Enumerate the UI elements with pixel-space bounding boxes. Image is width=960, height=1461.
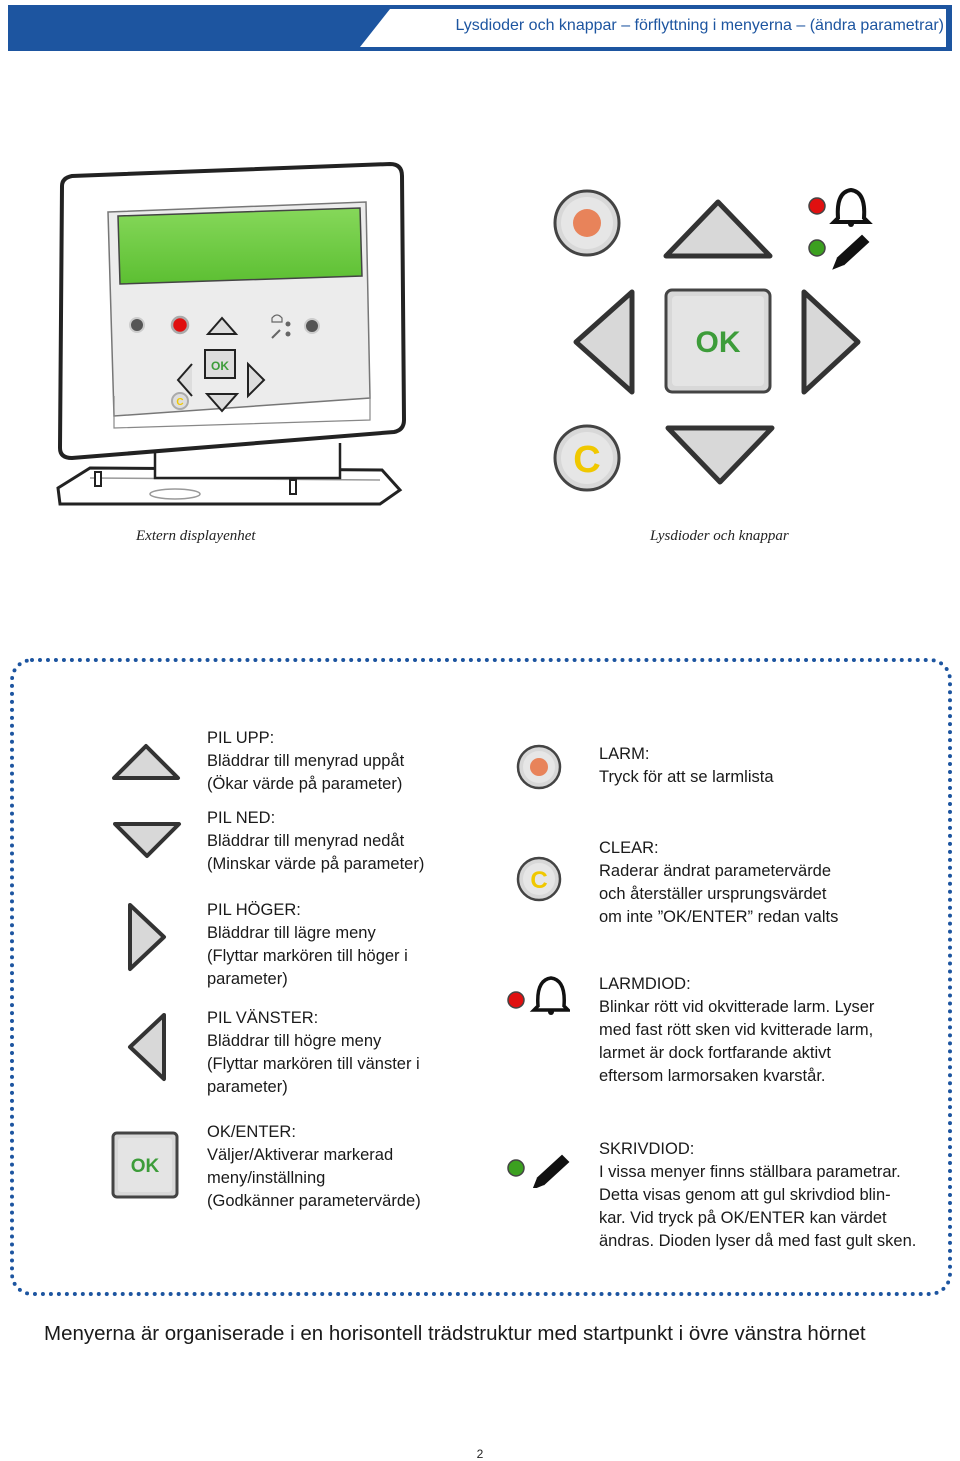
legend-box bbox=[10, 658, 952, 1296]
item-label: LARMDIOD: bbox=[599, 975, 691, 993]
item-label: PIL HÖGER: bbox=[207, 901, 301, 919]
item-desc: Tryck för att se larmlista bbox=[599, 768, 774, 786]
ok-icon-label: OK bbox=[131, 1156, 160, 1177]
item-ok-enter: OK/ENTER: Väljer/Aktiverar markerad meny… bbox=[207, 1121, 487, 1213]
item-larm: LARM: Tryck för att se larmlista bbox=[599, 743, 944, 789]
alarm-button-icon bbox=[553, 189, 621, 257]
clear-button-icon: C bbox=[516, 856, 562, 902]
ok-label: OK bbox=[696, 326, 741, 359]
arrow-left-icon bbox=[573, 289, 635, 395]
caption-external-display: Extern displayenhet bbox=[136, 528, 256, 544]
arrow-up-icon bbox=[112, 744, 180, 780]
arrow-down-icon bbox=[665, 425, 775, 485]
item-pil-upp: PIL UPP: Bläddrar till menyrad uppåt (Ök… bbox=[207, 727, 487, 796]
svg-text:OK: OK bbox=[211, 359, 229, 373]
item-desc: Bläddrar till menyrad uppåt (Ökar värde … bbox=[207, 752, 405, 793]
svg-text:C: C bbox=[176, 397, 183, 408]
item-pil-vanster: PIL VÄNSTER: Bläddrar till högre meny (F… bbox=[207, 1007, 487, 1099]
footer-text: Menyerna är organiserade i en horisontel… bbox=[44, 1322, 866, 1345]
header-title: Lysdioder och knappar – förflyttning i m… bbox=[455, 17, 944, 34]
item-desc: Blinkar rött vid okvitterade larm. Lyser… bbox=[599, 998, 875, 1085]
item-desc: Bläddrar till högre meny (Flyttar markör… bbox=[207, 1032, 420, 1096]
arrow-right-icon bbox=[801, 289, 861, 395]
item-label: PIL VÄNSTER: bbox=[207, 1009, 319, 1027]
item-label: SKRIVDIOD: bbox=[599, 1140, 695, 1158]
arrow-right-icon bbox=[128, 903, 166, 971]
page-header: Lysdioder och knappar – förflyttning i m… bbox=[8, 5, 952, 51]
item-label: PIL UPP: bbox=[207, 729, 275, 747]
item-label: CLEAR: bbox=[599, 839, 659, 857]
item-label: OK/ENTER: bbox=[207, 1123, 296, 1141]
item-desc: Bläddrar till lägre meny (Flyttar markör… bbox=[207, 924, 408, 988]
pen-icon bbox=[507, 1154, 570, 1188]
item-label: PIL NED: bbox=[207, 809, 276, 827]
item-larmdiod: LARMDIOD: Blinkar rött vid okvitterade l… bbox=[599, 973, 944, 1088]
item-pil-ned: PIL NED: Bläddrar till menyrad nedåt (Mi… bbox=[207, 807, 487, 876]
item-desc: I vissa menyer finns ställbara parametra… bbox=[599, 1163, 917, 1250]
item-clear: CLEAR: Raderar ändrat parametervärde och… bbox=[599, 837, 944, 929]
page-number: 2 bbox=[476, 1447, 484, 1461]
ok-button-icon: OK bbox=[664, 288, 772, 394]
item-desc: Raderar ändrat parametervärde och återst… bbox=[599, 862, 839, 926]
clear-label: C bbox=[573, 439, 600, 481]
clear-icon-label: C bbox=[530, 867, 547, 894]
leds-and-buttons-illustration: OK C bbox=[553, 187, 873, 492]
arrow-down-icon bbox=[113, 822, 181, 858]
header-title-panel bbox=[360, 9, 946, 47]
item-desc: Väljer/Aktiverar markerad meny/inställni… bbox=[207, 1146, 421, 1210]
external-display-unit-illustration: OK C bbox=[56, 161, 407, 506]
item-skrivdiod: SKRIVDIOD: I vissa menyer finns ställbar… bbox=[599, 1138, 944, 1253]
clear-button-icon: C bbox=[553, 424, 621, 492]
arrow-left-icon bbox=[128, 1013, 166, 1081]
item-pil-hoger: PIL HÖGER: Bläddrar till lägre meny (Fly… bbox=[207, 899, 487, 991]
arrow-up-icon bbox=[663, 199, 773, 259]
item-label: LARM: bbox=[599, 745, 650, 763]
caption-leds-buttons: Lysdioder och knappar bbox=[650, 528, 789, 544]
bell-icon bbox=[829, 187, 873, 224]
pen-icon bbox=[832, 234, 870, 270]
bell-icon bbox=[507, 976, 570, 1015]
item-desc: Bläddrar till menyrad nedåt (Minskar vär… bbox=[207, 832, 425, 873]
ok-button-icon: OK bbox=[111, 1131, 179, 1199]
alarm-button-icon bbox=[516, 744, 562, 790]
